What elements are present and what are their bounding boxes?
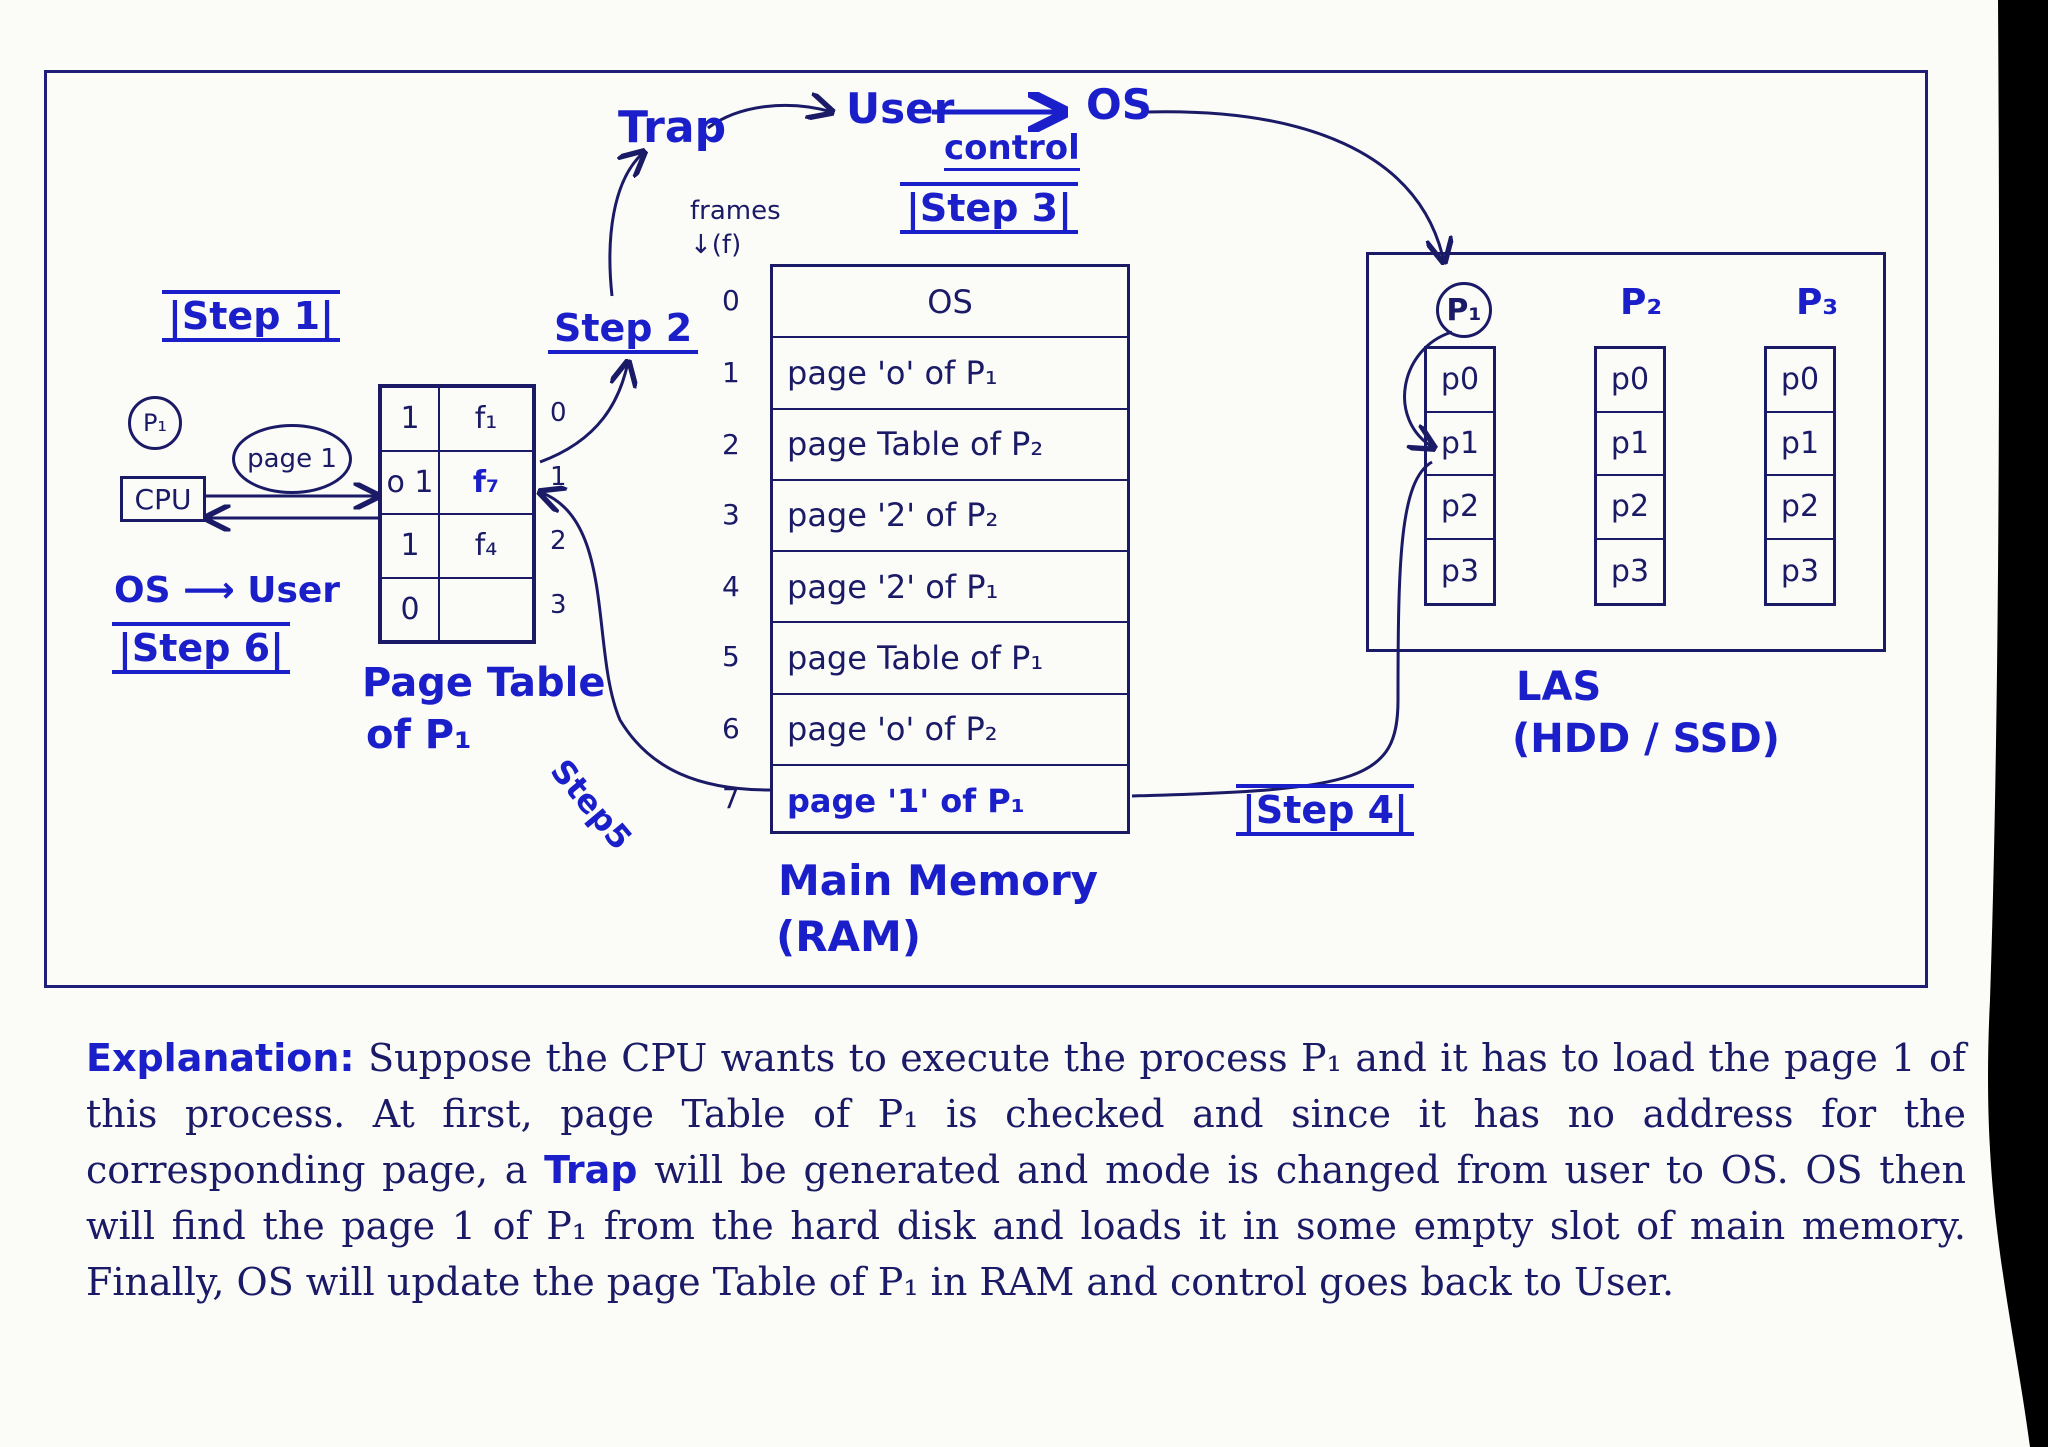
frames-sub-label: ↓(f) [690,230,742,260]
explanation-part2: will be generated and mode is changed fr… [86,1148,1966,1304]
process-p1-badge: P₁ [128,396,182,450]
main-memory-caption-1: Main Memory [778,856,1099,905]
las-p1-page-0: p0 [1427,349,1493,413]
las-p3-pages: p0 p1 p2 p3 [1764,346,1836,606]
main-memory-table: OS page 'o' of P₁ page Table of P₂ page … [770,264,1130,834]
pt-valid-3: 0 [381,577,439,641]
las-caption-2: (HDD / SSD) [1512,716,1780,762]
las-p2-page-2: p2 [1597,476,1663,540]
las-p2-page-0: p0 [1597,349,1663,413]
os-label: OS [1086,80,1152,129]
mm-frame-6: page 'o' of P₂ [773,695,1127,766]
step1-label: Step 1 [162,290,340,342]
step6-label: Step 6 [112,622,290,674]
pt-valid-1: ο 1 [381,450,439,514]
frame-index-5: 5 [722,640,740,673]
pt-frame-1: f₇ [439,450,533,514]
explanation-part1: Suppose the CPU wants to execute the pro… [86,1036,1966,1192]
mm-frame-1: page 'o' of P₁ [773,338,1127,410]
las-p3-name: P₃ [1796,282,1839,323]
frame-index-2: 2 [722,428,740,461]
step2-label: Step 2 [548,306,699,354]
frames-label: frames [690,196,781,226]
os-to-user-label: OS ⟶ User [114,570,341,611]
pt-valid-0: 1 [381,387,439,451]
trap-to-user-arrow [707,105,832,130]
explanation-trap-keyword: Trap [544,1148,638,1192]
las-p2-page-3: p3 [1610,553,1650,589]
las-p2-page-1: p1 [1597,413,1663,476]
las-p1-name: P₁ [1436,282,1492,338]
las-p3-page-3: p3 [1780,553,1820,589]
pagetable-to-step2-arrow [539,362,628,464]
page-table-caption-1: Page Table [362,660,606,706]
step3-label: Step 3 [900,182,1078,234]
frame-index-4: 4 [722,570,740,603]
mm-frame-4: page '2' of P₁ [773,552,1127,624]
las-p3-page-2: p2 [1767,476,1833,540]
mm-frame-0: OS [773,267,1127,339]
mm-frame-5: page Table of P₁ [773,623,1127,695]
las-p3-page-0: p0 [1767,349,1833,413]
pt-frame-3 [439,577,533,641]
las-p2-pages: p0 p1 p2 p3 [1594,346,1666,606]
page-request-bubble: page 1 [232,424,352,494]
las-p2-name: P₂ [1620,282,1663,323]
mm-frame-3: page '2' of P₂ [773,481,1127,552]
control-label: control [944,128,1080,171]
las-p1-page-3: p3 [1440,553,1480,589]
pt-valid-2: 1 [381,514,439,578]
las-p1-page-2: p2 [1427,476,1493,540]
step2-to-trap-arrow [608,152,644,297]
frame-index-3: 3 [722,498,740,531]
mm-frame-2: page Table of P₂ [773,410,1127,481]
pt-index-2: 2 [550,526,567,556]
las-p3-page-1: p1 [1767,413,1833,476]
las-p1-page-1: p1 [1427,413,1493,476]
explanation-paragraph: Explanation: Suppose the CPU wants to ex… [86,1030,1966,1310]
p1-to-page1-arrow [1403,330,1453,448]
paper-edge-shadow [1988,0,2048,1447]
frame-index-1: 1 [722,356,740,389]
user-label: User [846,84,955,133]
las-box [1366,252,1886,652]
page-table: 1 f₁ ο 1 f₇ 1 f₄ 0 [378,384,536,644]
pt-index-1: 1 [550,462,567,492]
explanation-lead: Explanation: [86,1036,355,1080]
frame7-to-pagetable-arrow [540,492,771,792]
las-p1-pages: p0 p1 p2 p3 [1424,346,1496,606]
diagram-frame [44,70,1928,988]
frame-index-7: 7 [722,782,740,815]
cpu-box: CPU [120,476,206,522]
pt-frame-0: f₁ [439,387,533,451]
step4-label: Step 4 [1236,784,1414,836]
trap-label: Trap [618,102,727,153]
pt-index-3: 3 [550,590,567,620]
frame-index-0: 0 [722,284,740,317]
las-caption-1: LAS [1516,664,1602,710]
mm-frame-7: page '1' of P₁ [787,782,1025,821]
page-table-caption-2: of P₁ [366,712,472,758]
pt-frame-2: f₄ [439,514,533,578]
os-to-las-arrow [1145,110,1444,262]
pt-index-0: 0 [550,398,567,428]
main-memory-caption-2: (RAM) [776,912,922,961]
frame-index-6: 6 [722,712,740,745]
